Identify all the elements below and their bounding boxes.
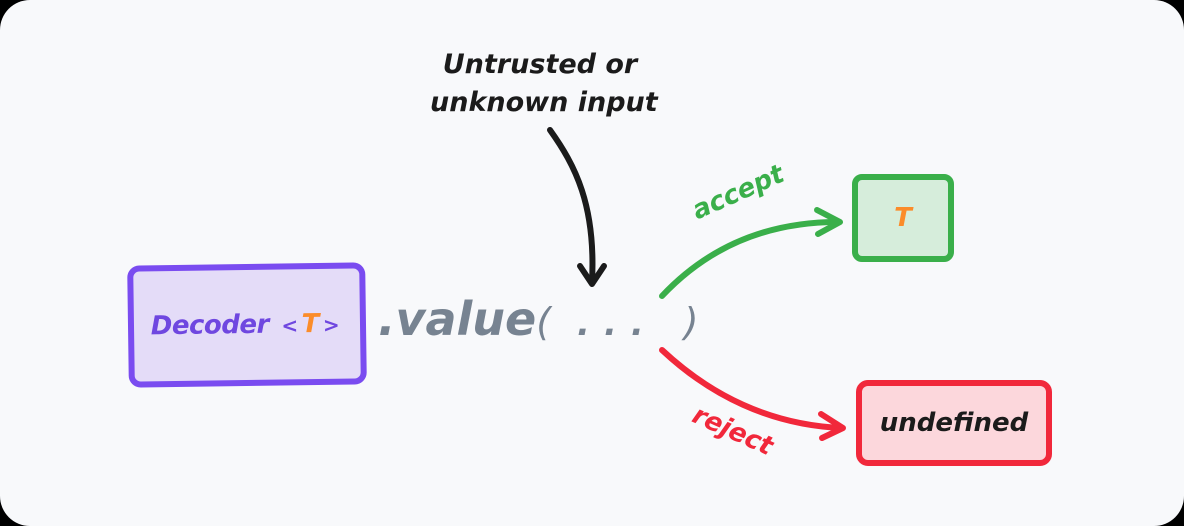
close-angle-bracket: > [322, 312, 340, 337]
call-args: ... [577, 304, 658, 344]
accept-result-node: T [852, 174, 954, 262]
open-paren: ( [536, 300, 552, 344]
input-arrow-icon [547, 127, 607, 287]
decoder-label: Decoder <T> [150, 308, 344, 342]
input-label-line2: unknown input [430, 87, 658, 118]
accept-arrow-icon [659, 207, 843, 299]
close-paren: ) [683, 300, 699, 344]
method-call: .value(...) [378, 292, 699, 346]
type-param: T [301, 308, 320, 340]
decoder-name: Decoder [150, 309, 270, 342]
reject-result-label: undefined [879, 408, 1029, 438]
reject-result-node: undefined [856, 380, 1052, 466]
input-label: Untrusted or unknown input [430, 46, 658, 122]
reject-arrow-icon [659, 347, 846, 441]
decoder-node: Decoder <T> [127, 262, 367, 388]
input-label-line1: Untrusted or [442, 49, 638, 80]
open-angle-bracket: < [281, 313, 298, 338]
method-name: .value [378, 292, 537, 346]
accept-result-label: T [894, 203, 912, 233]
